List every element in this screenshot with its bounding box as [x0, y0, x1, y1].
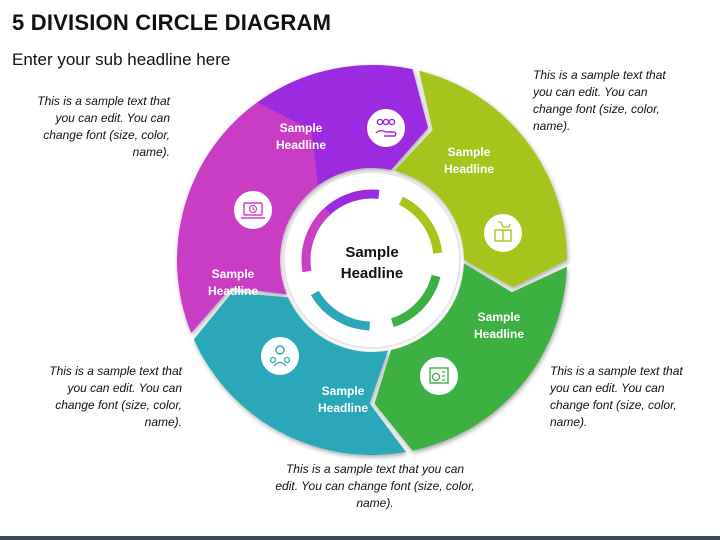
- inner-arc-2: [398, 196, 443, 254]
- segment-4-label-line1: Sample: [322, 384, 365, 398]
- segment-3: [374, 263, 567, 451]
- page-title: 5 DIVISION CIRCLE DIAGRAM: [12, 10, 332, 35]
- people-gear-icon: [259, 335, 301, 377]
- segment-5-label-line1: Sample: [212, 267, 255, 281]
- center-label-line2: Headline: [341, 265, 404, 282]
- segment-4-label-line2: Headline: [318, 401, 368, 415]
- segment-1-label-line1: Sample: [280, 121, 323, 135]
- segment-4: [193, 292, 406, 455]
- page-subtitle: Enter your sub headline here: [12, 50, 231, 69]
- footer-bar: [0, 536, 720, 540]
- segment-3-label-line2: Headline: [474, 327, 524, 341]
- note-bottom-center: This is a sample text that you can edit.…: [275, 462, 475, 510]
- center-label-line1: Sample: [345, 244, 398, 261]
- note-bottom-left: This is a sample text that you can edit.…: [49, 364, 182, 429]
- dashboard-icon: [418, 355, 460, 397]
- team-hand-icon: [365, 107, 407, 149]
- segment-5-label-line2: Headline: [208, 284, 258, 298]
- inner-arc-3: [390, 274, 441, 328]
- inner-arc-5: [301, 207, 331, 273]
- note-top-left: This is a sample text that you can edit.…: [37, 94, 170, 159]
- box-cart-icon: [482, 212, 524, 254]
- segment-2-label-line1: Sample: [448, 145, 491, 159]
- segment-3-label-line1: Sample: [478, 310, 521, 324]
- note-bottom-right: This is a sample text that you can edit.…: [550, 364, 683, 429]
- note-top-right: This is a sample text that you can edit.…: [533, 68, 666, 133]
- segment-1-label-line2: Headline: [276, 138, 326, 152]
- segment-2-label-line2: Headline: [444, 162, 494, 176]
- inner-arc-4: [310, 290, 371, 331]
- laptop-clock-icon: [232, 189, 274, 231]
